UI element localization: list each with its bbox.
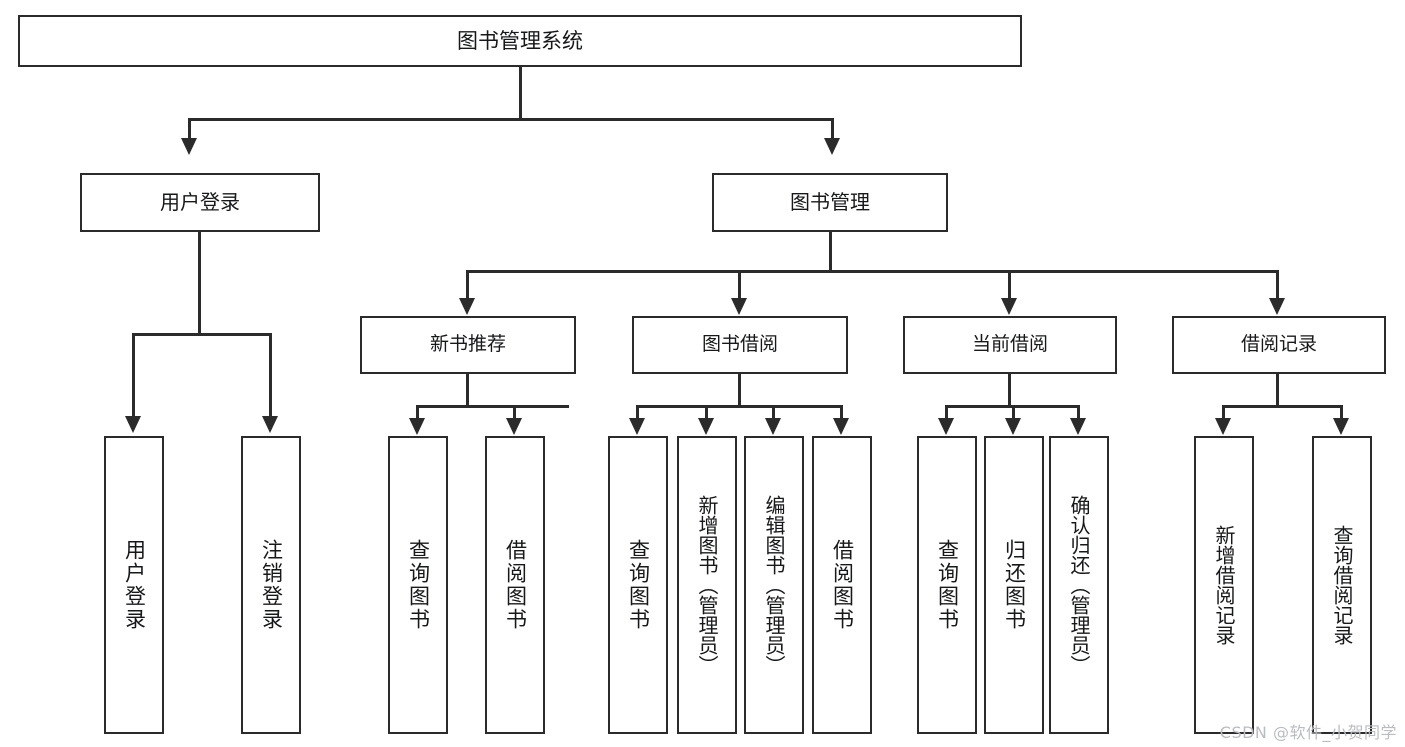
- node-label: 查询图书: [626, 539, 651, 631]
- connector-currentborrow-stem: [1008, 374, 1011, 408]
- connector-borrowrecord-stem: [1276, 374, 1279, 408]
- leaf-edit-book-admin[interactable]: 编辑图书（管理员）: [744, 436, 804, 734]
- leaf-add-book-admin[interactable]: 新增图书（管理员）: [677, 436, 737, 734]
- node-label: 查询借阅记录: [1330, 525, 1354, 645]
- node-label: 图书管理: [790, 190, 870, 214]
- connector-borrowrecord-drop-1: [1222, 405, 1225, 420]
- node-book-management[interactable]: 图书管理: [712, 173, 948, 232]
- node-label: 图书管理系统: [457, 28, 583, 53]
- connector-root-drop-left: [188, 118, 191, 140]
- arrowhead-leaf-query-book-2: [629, 418, 645, 435]
- node-current-borrow[interactable]: 当前借阅: [903, 316, 1117, 374]
- connector-book-management-stem: [829, 232, 832, 272]
- node-label: 新增借阅记录: [1212, 525, 1236, 645]
- arrowhead-leaf-logout-login: [262, 416, 278, 433]
- node-label: 图书借阅: [701, 333, 778, 356]
- node-label: 归还图书: [1002, 539, 1027, 631]
- connector-newbook-bar: [416, 405, 569, 408]
- arrowhead-to-borrow-record: [1269, 298, 1285, 315]
- leaf-logout-login[interactable]: 注销登录: [241, 436, 301, 734]
- connector-user-login-drop-2: [269, 333, 272, 418]
- leaf-user-login[interactable]: 用户登录: [104, 436, 164, 734]
- node-label: 借阅图书: [830, 539, 855, 631]
- arrowhead-to-book-management: [824, 138, 840, 155]
- node-new-book-recommend[interactable]: 新书推荐: [360, 316, 576, 374]
- connector-bookborrow-bar: [636, 405, 843, 408]
- connector-bm-drop-1: [466, 270, 469, 300]
- node-label: 新增图书（管理员）: [695, 495, 719, 675]
- connector-bookborrow-stem: [738, 374, 741, 408]
- connector-bm-drop-4: [1276, 270, 1279, 300]
- connector-user-login-drop-1: [132, 333, 135, 418]
- node-root-book-management-system[interactable]: 图书管理系统: [18, 15, 1022, 67]
- arrowhead-leaf-borrow-book-1: [506, 418, 522, 435]
- connector-user-login-bar: [132, 333, 270, 336]
- connector-bm-drop-3: [1008, 270, 1011, 300]
- node-book-borrow[interactable]: 图书借阅: [632, 316, 848, 374]
- arrowhead-to-user-login: [181, 138, 197, 155]
- leaf-return-book[interactable]: 归还图书: [984, 436, 1044, 734]
- arrowhead-to-new-book-recommend: [459, 298, 475, 315]
- leaf-query-book-borrow[interactable]: 查询图书: [608, 436, 668, 734]
- node-label: 注销登录: [259, 539, 284, 631]
- node-label: 借阅图书: [503, 539, 528, 631]
- node-label: 查询图书: [406, 539, 431, 631]
- connector-currentborrow-drop-3: [1077, 405, 1080, 420]
- connector-borrowrecord-drop-2: [1340, 405, 1343, 420]
- leaf-borrow-book-borrow[interactable]: 借阅图书: [812, 436, 872, 734]
- arrowhead-leaf-query-book-3: [938, 418, 954, 435]
- connector-borrowrecord-bar: [1222, 405, 1343, 408]
- node-label: 用户登录: [160, 190, 240, 214]
- node-user-login[interactable]: 用户登录: [80, 173, 320, 232]
- connector-bookborrow-drop-1: [636, 405, 639, 420]
- connector-user-login-stem: [198, 232, 201, 335]
- connector-bookborrow-drop-2: [705, 405, 708, 420]
- arrowhead-leaf-return-book: [1005, 418, 1021, 435]
- arrowhead-leaf-add-book: [698, 418, 714, 435]
- node-label: 借阅记录: [1240, 333, 1317, 356]
- connector-newbook-drop-1: [416, 405, 419, 420]
- node-label: 新书推荐: [429, 333, 506, 356]
- connector-newbook-drop-2: [513, 405, 516, 420]
- leaf-query-book-recommend[interactable]: 查询图书: [388, 436, 448, 734]
- connector-root-bar: [188, 118, 834, 121]
- node-label: 当前借阅: [971, 333, 1048, 356]
- connector-root-stem: [519, 67, 522, 119]
- arrowhead-leaf-confirm-return: [1070, 418, 1086, 435]
- connector-book-management-bar: [466, 270, 1278, 273]
- connector-bookborrow-drop-4: [840, 405, 843, 420]
- connector-bookborrow-drop-3: [772, 405, 775, 420]
- leaf-confirm-return-admin[interactable]: 确认归还（管理员）: [1049, 436, 1109, 734]
- arrowhead-leaf-edit-book: [765, 418, 781, 435]
- node-label: 查询图书: [935, 539, 960, 631]
- arrowhead-to-current-borrow: [1001, 298, 1017, 315]
- leaf-borrow-book-recommend[interactable]: 借阅图书: [485, 436, 545, 734]
- leaf-query-book-current[interactable]: 查询图书: [917, 436, 977, 734]
- csdn-watermark: CSDN @软件_小贺同学: [1219, 723, 1397, 742]
- arrowhead-to-book-borrow: [731, 298, 747, 315]
- arrowhead-leaf-borrow-book-2: [833, 418, 849, 435]
- node-label: 确认归还（管理员）: [1067, 495, 1091, 675]
- node-label: 编辑图书（管理员）: [762, 495, 786, 675]
- node-borrow-record[interactable]: 借阅记录: [1172, 316, 1386, 374]
- leaf-query-borrow-record[interactable]: 查询借阅记录: [1312, 436, 1372, 734]
- connector-bm-drop-2: [738, 270, 741, 300]
- arrowhead-leaf-query-record: [1333, 418, 1349, 435]
- arrowhead-leaf-add-record: [1215, 418, 1231, 435]
- connector-newbook-stem: [466, 374, 469, 408]
- connector-root-drop-right: [831, 118, 834, 140]
- arrowhead-leaf-query-book-1: [409, 418, 425, 435]
- leaf-add-borrow-record[interactable]: 新增借阅记录: [1194, 436, 1254, 734]
- connector-currentborrow-drop-1: [945, 405, 948, 420]
- arrowhead-leaf-user-login: [125, 416, 141, 433]
- node-label: 用户登录: [122, 539, 147, 631]
- connector-currentborrow-drop-2: [1012, 405, 1015, 420]
